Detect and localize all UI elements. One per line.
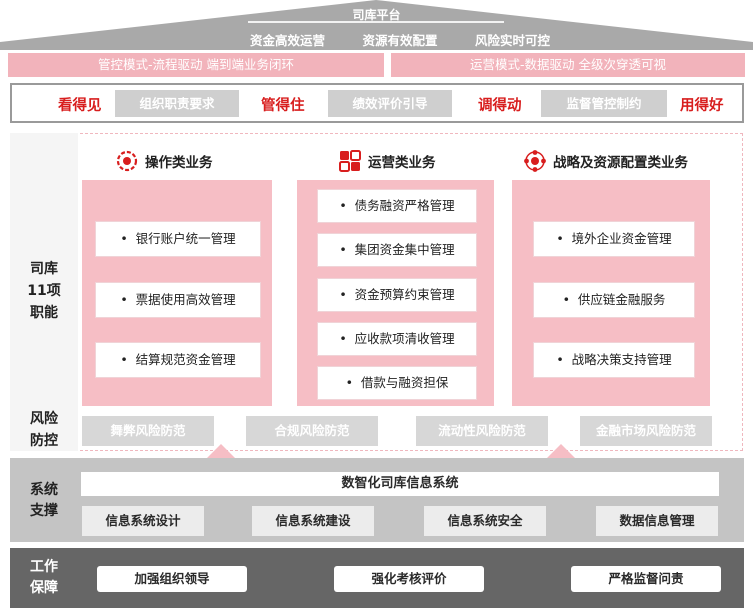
operation-mode-bar: 运营模式-数据驱动 全级次穿透可视 [391,53,745,77]
list-item: • 集团资金集中管理 [318,234,476,266]
lane-label-risk: 风险 防控 [30,411,58,449]
system-construction: 信息系统建设 [252,506,374,536]
list-item: • 境外企业资金管理 [534,222,694,256]
slogan-dispatchable: 调得动 [478,98,522,114]
lane-label-functions: 司库 11项 职能 [27,261,61,321]
risk-compliance: 合规风险防范 [246,416,378,446]
list-item: • 借款与融资担保 [318,367,476,399]
lane-label-work: 工作 保障 [30,559,58,596]
list-item: • 银行账户统一管理 [96,222,260,256]
list-item: • 资金预算约束管理 [318,279,476,311]
running-business-header: 运营类业务 [338,146,436,176]
data-management: 数据信息管理 [596,506,718,536]
list-item: • 债务融资严格管理 [318,190,476,222]
work-supervision: 严格监督问责 [571,566,721,592]
network-hub-icon [524,150,546,172]
slogan-controllable: 管得住 [261,98,305,114]
list-item: • 战略决策支持管理 [534,343,694,377]
list-item: • 供应链金融服务 [534,283,694,317]
list-item: • 应收款项清收管理 [318,323,476,355]
strategy-business-header: 战略及资源配置类业务 [523,146,688,176]
list-item: • 结算规范资金管理 [96,343,260,377]
goal-risk-control: 风险实时可控 [474,33,550,48]
control-mode-bar: 管控模式-流程驱动 端到端业务闭环 [8,53,384,77]
slogan-usable: 用得好 [680,98,724,114]
risk-fraud: 舞弊风险防范 [82,416,214,446]
platform-title: 司库平台 [352,8,401,22]
operation-business-header: 操作类业务 [115,146,213,176]
system-title: 数智化司库信息系统 [81,472,719,496]
tag-supervision-control: 监督管控制约 [541,90,667,117]
slogan-visible: 看得见 [58,98,102,114]
work-org-leadership: 加强组织领导 [97,566,247,592]
platform-goals: 资金高效运营 资源有效配置 风险实时可控 [250,30,550,49]
work-assessment: 强化考核评价 [334,566,484,592]
risk-financial-market: 金融市场风险防范 [580,416,712,446]
tag-performance-evaluation: 绩效评价引导 [328,90,452,117]
support-arrow-left [207,444,235,458]
support-arrow-right [547,444,575,458]
goal-resource-allocation: 资源有效配置 [362,33,438,48]
grid-blocks-icon [339,150,361,172]
system-design: 信息系统设计 [82,506,204,536]
goal-efficient-operation: 资金高效运营 [250,33,326,48]
system-security: 信息系统安全 [424,506,546,536]
risk-liquidity: 流动性风险防范 [416,416,548,446]
gear-target-icon [116,150,138,172]
tag-organization-duty: 组织职责要求 [115,90,239,117]
lane-label-system: 系统 支撑 [30,482,58,519]
list-item: • 票据使用高效管理 [96,283,260,317]
functions-lane [10,133,78,451]
slogan-row: 看得见 组织职责要求 管得住 绩效评价引导 调得动 监督管控制约 用得好 [10,83,744,123]
platform-roof [0,0,753,50]
